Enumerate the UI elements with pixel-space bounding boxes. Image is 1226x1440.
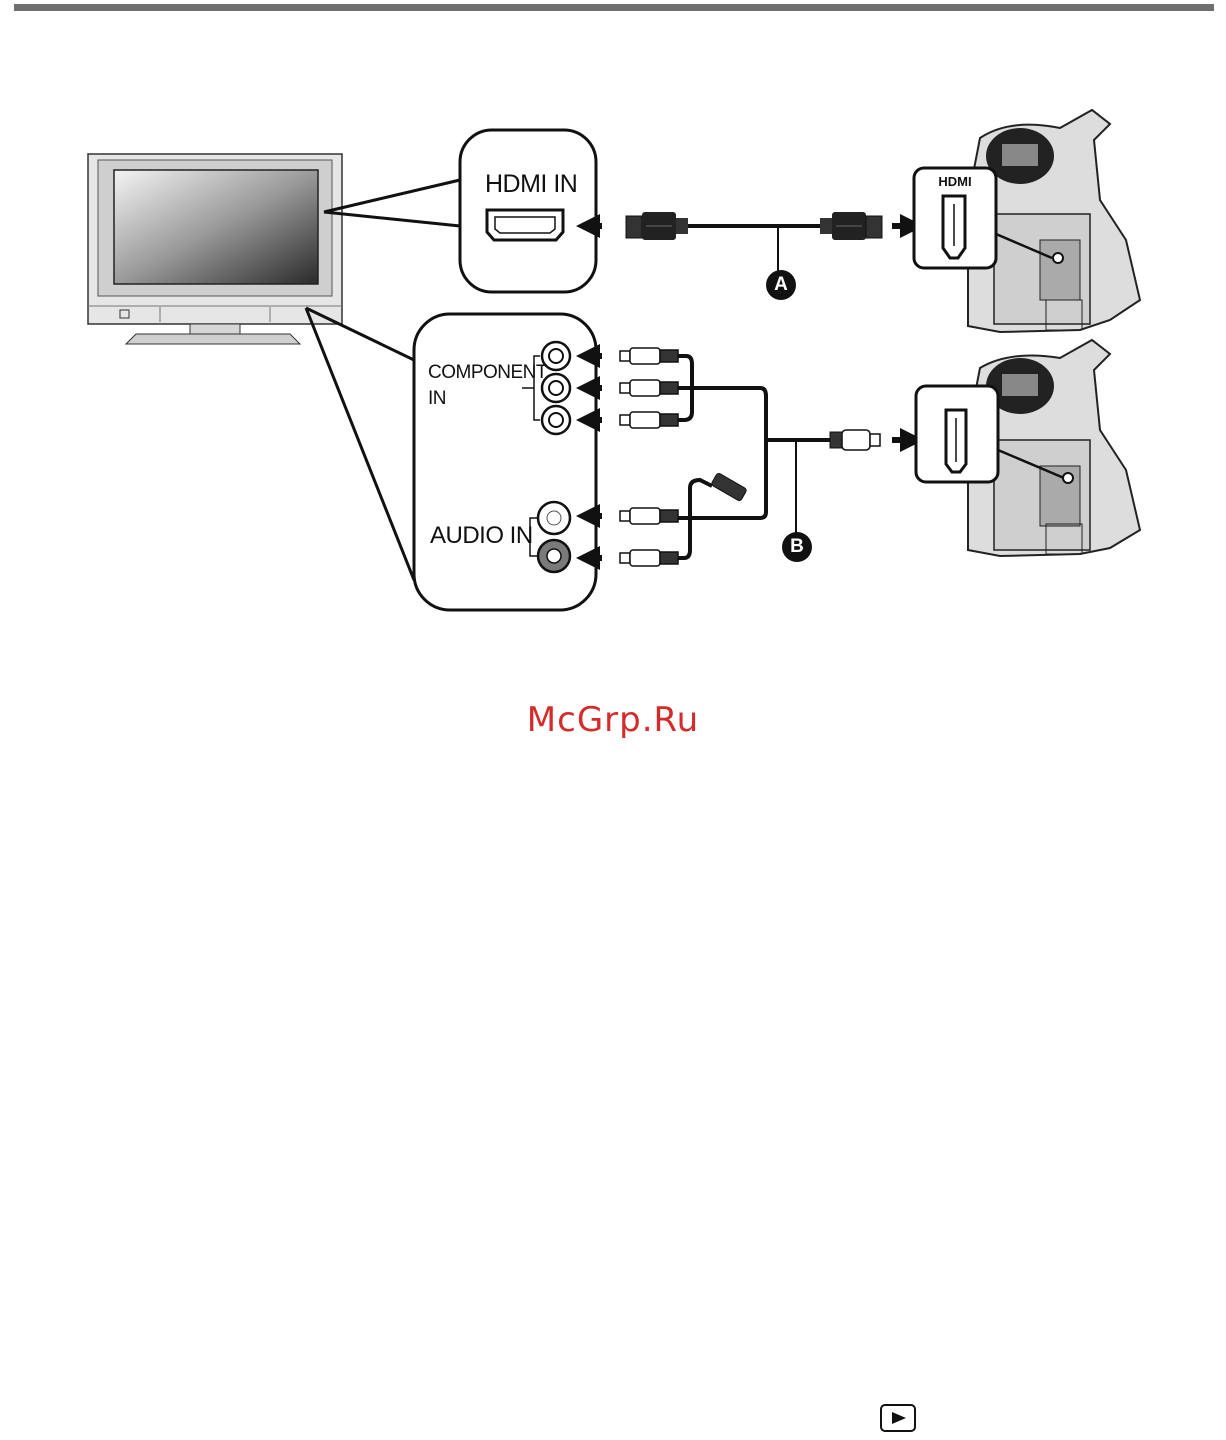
play-icon xyxy=(890,1411,908,1425)
marker-a: A xyxy=(766,270,796,300)
connection-diagram: HDMI xyxy=(0,0,1226,700)
component-cable xyxy=(588,348,912,566)
tv-illustration xyxy=(88,154,342,344)
hdmi-logo: HDMI xyxy=(938,174,971,189)
component-in-label-line1: COMPONENT xyxy=(428,362,547,384)
watermark: McGrp.Ru xyxy=(0,700,1226,740)
camera-component-illustration xyxy=(916,340,1140,556)
component-in-label-line2: IN xyxy=(428,388,446,410)
hdmi-in-panel xyxy=(460,130,596,292)
camera-hdmi-illustration xyxy=(914,110,1140,332)
hdmi-in-label: HDMI IN xyxy=(485,170,577,199)
marker-b: B xyxy=(782,532,812,562)
audio-in-label: AUDIO IN xyxy=(430,522,533,550)
hdmi-cable xyxy=(588,212,912,272)
component-audio-panel xyxy=(414,314,596,610)
play-mode-icon xyxy=(880,1404,916,1432)
